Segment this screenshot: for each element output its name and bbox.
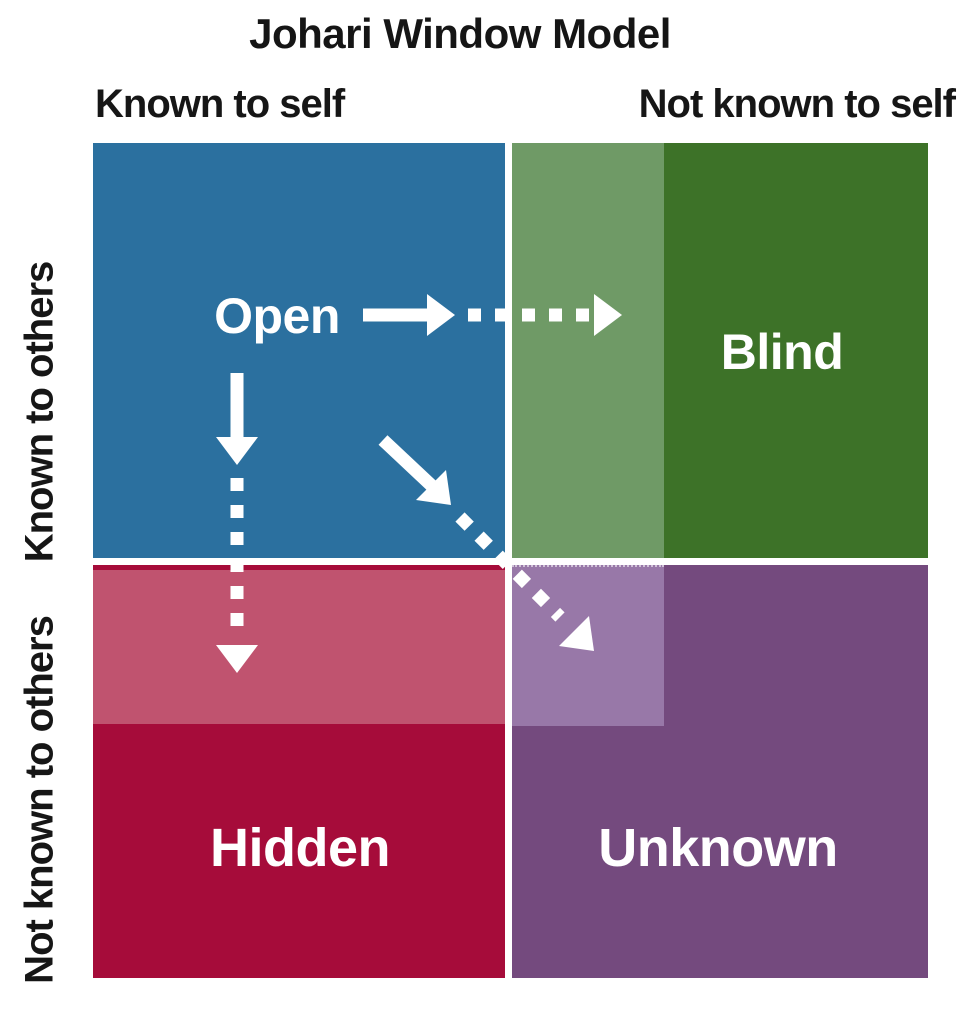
hidden-expansion-zone <box>93 570 505 724</box>
quadrant-hidden-label: Hidden <box>210 818 391 878</box>
page-title: Johari Window Model <box>249 10 671 57</box>
axis-label-not-known-to-others: Not known to others <box>17 616 62 984</box>
quadrant-open-label: Open <box>214 288 340 344</box>
quadrant-unknown-label: Unknown <box>598 818 838 878</box>
axis-label-not-known-to-self: Not known to self <box>638 82 956 126</box>
unknown-expansion-zone <box>512 565 664 726</box>
blind-expansion-zone <box>512 143 664 558</box>
quadrant-hidden: Hidden <box>93 565 505 978</box>
axis-label-known-to-others: Known to others <box>17 261 62 563</box>
quadrant-unknown: Unknown <box>512 565 928 978</box>
quadrant-open: Open <box>93 143 505 558</box>
quadrant-blind-label: Blind <box>720 324 844 380</box>
johari-grid: Open Blind Hidden Unknown <box>86 136 935 985</box>
quadrant-blind: Blind <box>512 143 928 558</box>
axis-label-known-to-self: Known to self <box>95 82 345 126</box>
